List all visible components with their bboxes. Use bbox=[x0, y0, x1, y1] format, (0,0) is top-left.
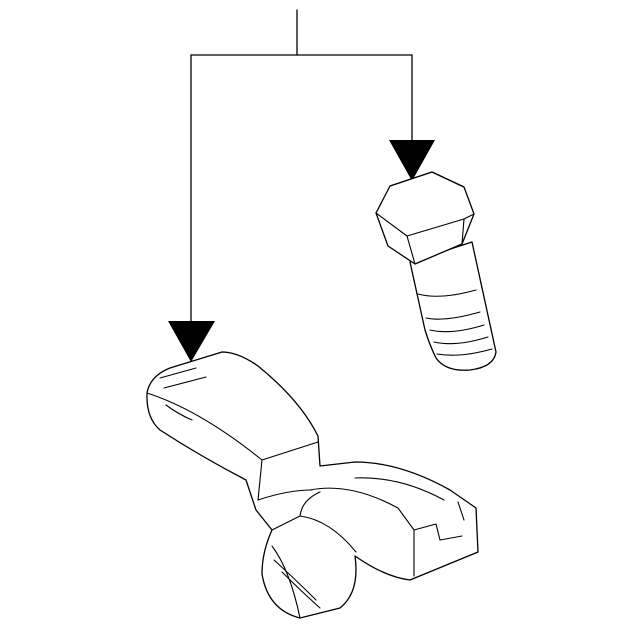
hex-bolt bbox=[375, 171, 497, 371]
right-wing-notch bbox=[413, 523, 463, 541]
hex-face-edge-1 bbox=[406, 235, 416, 265]
top-wing-ridge-2 bbox=[163, 376, 207, 389]
arrow-head-wedge-icon bbox=[168, 321, 215, 362]
thread-line-4 bbox=[436, 348, 493, 356]
top-wing-slot bbox=[165, 404, 193, 421]
thread-line-1 bbox=[425, 311, 481, 320]
lower-wing-face bbox=[271, 545, 301, 619]
right-wing-ridge bbox=[354, 477, 445, 501]
shank-edge bbox=[417, 289, 477, 297]
center-web-curve bbox=[299, 491, 321, 517]
thread-line-2 bbox=[429, 324, 485, 333]
hex-face-edge-2 bbox=[461, 218, 465, 245]
top-wing-corner bbox=[257, 459, 263, 501]
lower-wing-slot bbox=[273, 559, 317, 601]
bracket-outline bbox=[146, 351, 479, 619]
right-wing-edge bbox=[457, 501, 465, 521]
callout-leader bbox=[168, 9, 435, 362]
hex-crown-edge bbox=[389, 171, 465, 188]
right-wing-top-edge bbox=[309, 487, 415, 577]
lower-wing-slot-2 bbox=[281, 571, 321, 609]
top-wing-front-edge bbox=[146, 392, 319, 461]
wedge-bracket bbox=[146, 351, 479, 619]
hex-top-edge bbox=[375, 212, 475, 237]
thread-line-3 bbox=[433, 336, 489, 345]
bolt-shank bbox=[409, 241, 497, 371]
top-wing-ridge-1 bbox=[159, 367, 197, 379]
center-web-edge bbox=[257, 489, 313, 501]
arrow-head-bolt-icon bbox=[389, 140, 435, 181]
